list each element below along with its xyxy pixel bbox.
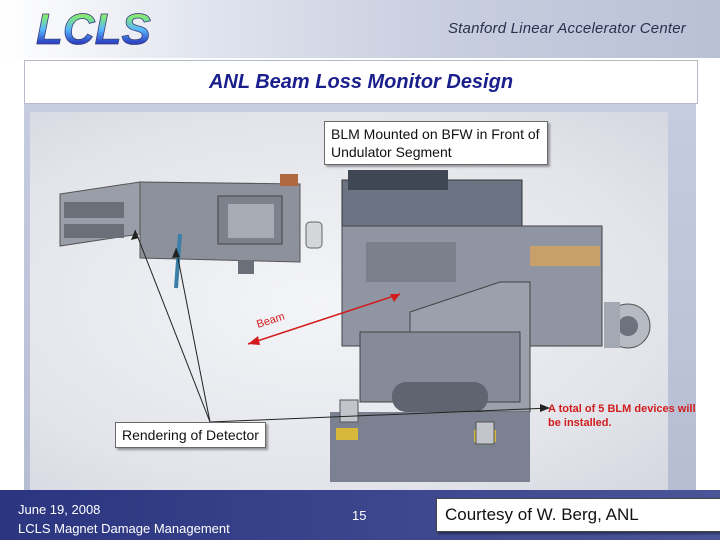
courtesy-text: Courtesy of W. Berg, ANL (445, 505, 639, 524)
callout-mounted: BLM Mounted on BFW in Front of Undulator… (324, 121, 548, 165)
leader-lines (131, 229, 551, 423)
blm-count-note: A total of 5 BLM devices will be install… (548, 403, 696, 429)
footer-info: June 19, 2008 LCLS Magnet Damage Managem… (18, 500, 230, 538)
callout-detector: Rendering of Detector (115, 422, 266, 448)
footer-event: LCLS Magnet Damage Management (18, 521, 230, 536)
callout-detector-text: Rendering of Detector (122, 427, 259, 443)
beam-label: Beam (255, 311, 286, 331)
undulator-assembly (330, 170, 651, 482)
callout-mounted-text: BLM Mounted on BFW in Front of Undulator… (331, 126, 540, 160)
title-box: ANL Beam Loss Monitor Design (24, 60, 698, 104)
courtesy-box: Courtesy of W. Berg, ANL (436, 498, 720, 532)
slide-title: ANL Beam Loss Monitor Design (208, 71, 514, 93)
org-name: Stanford Linear Accelerator Center (447, 20, 686, 37)
detector-rendering (59, 174, 323, 289)
equipment-rendering: Beam (30, 112, 668, 490)
footer-date: June 19, 2008 (18, 502, 101, 517)
page-number: 15 (352, 508, 367, 523)
header-band (0, 0, 720, 58)
rendering-illustration: Beam (59, 170, 651, 482)
logo-text: LCLS (36, 6, 151, 50)
lcls-logo: LCLS (36, 6, 152, 50)
